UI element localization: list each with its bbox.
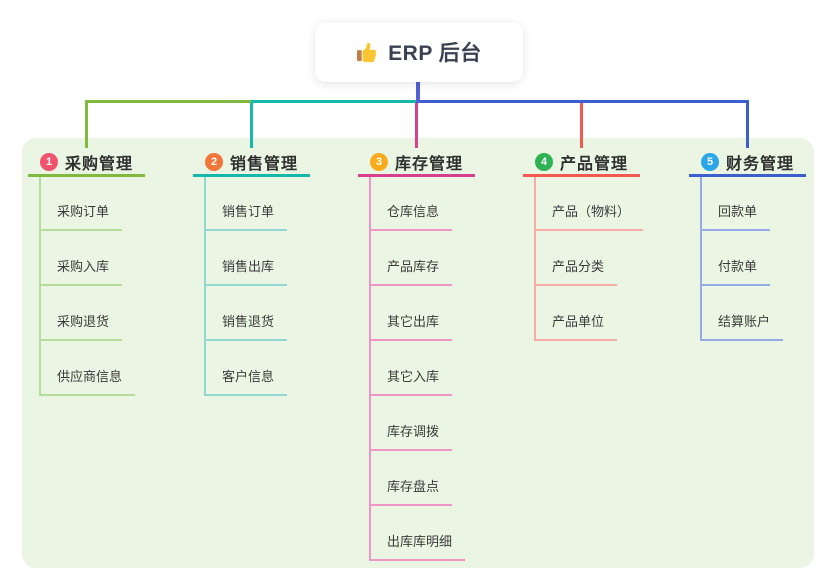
rail-left-green (86, 100, 251, 103)
root-connector-line (416, 82, 420, 103)
branch-title-label: 库存管理 (395, 156, 464, 173)
branch-child-node[interactable]: 产品单位 (534, 312, 618, 341)
root-node-label: ERP 后台 (388, 42, 482, 65)
thumbs-up-icon (356, 41, 379, 64)
branch-child-node[interactable]: 其它出库 (369, 312, 453, 341)
branch-child-node[interactable]: 采购订单 (39, 202, 123, 231)
branch-1-number-badge: 1 (40, 153, 58, 171)
branch-title-1[interactable]: 1 采购管理 (28, 150, 145, 177)
branch-child-node[interactable]: 出库库明细 (369, 532, 466, 561)
branch-child-node[interactable]: 库存盘点 (369, 477, 453, 506)
branch-title-2[interactable]: 2 销售管理 (193, 150, 310, 177)
branch-child-node[interactable]: 结算账户 (700, 312, 784, 341)
branch-child-node[interactable]: 销售订单 (204, 202, 288, 231)
branch-child-node[interactable]: 采购入库 (39, 257, 123, 286)
branch-title-5[interactable]: 5 财务管理 (689, 150, 806, 177)
branch-title-label: 采购管理 (65, 156, 134, 173)
rail-left-teal (251, 100, 418, 103)
branch-2-number-badge: 2 (205, 153, 223, 171)
branch-5-number-badge: 5 (701, 153, 719, 171)
branch-child-node[interactable]: 库存调拨 (369, 422, 453, 451)
branch-child-node[interactable]: 其它入库 (369, 367, 453, 396)
branch-child-node[interactable]: 付款单 (700, 257, 771, 286)
branch-child-node[interactable]: 销售退货 (204, 312, 288, 341)
branch-3-number-badge: 3 (370, 153, 388, 171)
rail-right-blue (418, 100, 747, 103)
branch-2-drop-line (250, 100, 253, 148)
branch-child-node[interactable]: 销售出库 (204, 257, 288, 286)
branch-child-node[interactable]: 产品分类 (534, 257, 618, 286)
branch-child-node[interactable]: 产品（物料） (534, 202, 644, 231)
root-node[interactable]: ERP 后台 (315, 22, 523, 82)
branch-child-node[interactable]: 供应商信息 (39, 367, 136, 396)
branch-4-number-badge: 4 (535, 153, 553, 171)
branch-3-trunk-line (369, 177, 371, 561)
branch-child-node[interactable]: 仓库信息 (369, 202, 453, 231)
branch-child-node[interactable]: 客户信息 (204, 367, 288, 396)
branch-1-drop-line (85, 100, 88, 148)
branch-4-drop-line (580, 100, 583, 148)
branch-title-3[interactable]: 3 库存管理 (358, 150, 475, 177)
branch-title-label: 财务管理 (726, 156, 795, 173)
branch-title-label: 销售管理 (230, 156, 299, 173)
branch-title-label: 产品管理 (560, 156, 629, 173)
branch-1-trunk-line (39, 177, 41, 396)
branch-2-trunk-line (204, 177, 206, 396)
branch-4-trunk-line (534, 177, 536, 341)
branch-child-node[interactable]: 产品库存 (369, 257, 453, 286)
branch-child-node[interactable]: 回款单 (700, 202, 771, 231)
branches-panel (22, 138, 814, 568)
branch-5-trunk-line (700, 177, 702, 341)
branch-3-drop-line (415, 100, 418, 148)
branch-5-drop-line (746, 100, 749, 148)
branch-child-node[interactable]: 采购退货 (39, 312, 123, 341)
branch-title-4[interactable]: 4 产品管理 (523, 150, 640, 177)
